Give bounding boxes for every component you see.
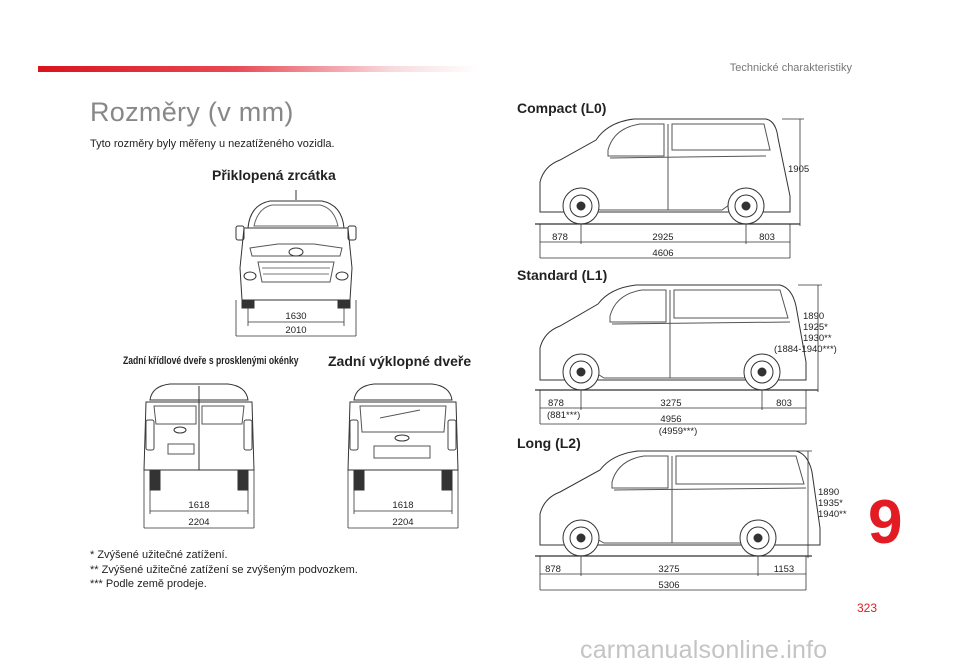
rear-wing-doors-heading: Zadní křídlové dveře s prosklenými okénk… <box>123 355 299 367</box>
rear-wing-doors-drawing <box>143 383 255 529</box>
long-height-3: 1940** <box>818 509 847 520</box>
front-width-dim: 2010 <box>285 325 306 336</box>
tailgate-track-dim: 1618 <box>392 500 413 511</box>
compact-rear-overhang: 803 <box>759 232 775 243</box>
compact-front-overhang: 878 <box>552 232 568 243</box>
long-van-drawing <box>535 450 821 591</box>
standard-front-overhang-alt: (881***) <box>547 410 580 421</box>
long-heading: Long (L2) <box>517 435 581 451</box>
tailgate-width-dim: 2204 <box>392 517 413 528</box>
front-track-dim: 1630 <box>285 311 306 322</box>
long-height-2: 1935* <box>818 498 843 509</box>
long-length: 5306 <box>658 580 679 591</box>
compact-height: 1905 <box>788 164 809 175</box>
standard-rear-overhang: 803 <box>776 398 792 409</box>
long-front-overhang: 878 <box>545 564 561 575</box>
front-view-drawing <box>235 190 357 337</box>
footnote-3: *** Podle země prodeje. <box>90 578 207 590</box>
standard-height-2: 1925* <box>803 322 828 333</box>
section-title: Technické charakteristiky <box>729 62 852 74</box>
standard-heading: Standard (L1) <box>517 267 608 283</box>
rear-tailgate-drawing <box>347 383 459 529</box>
standard-wheelbase: 3275 <box>660 398 681 409</box>
compact-length: 4606 <box>652 248 673 259</box>
page-title: Rozměry (v mm) <box>90 97 294 127</box>
page-number: 323 <box>857 601 878 615</box>
intro-text: Tyto rozměry byly měřeny u nezatíženého … <box>90 138 335 150</box>
standard-van-drawing <box>535 284 822 425</box>
compact-van-drawing <box>535 118 804 259</box>
watermark: carmanualsonline.info <box>580 636 828 664</box>
compact-heading: Compact (L0) <box>517 100 607 116</box>
front-view-heading: Přiklopená zrcátka <box>212 167 336 183</box>
long-rear-overhang: 1153 <box>774 564 794 575</box>
standard-length-alt: (4959***) <box>659 426 698 437</box>
wing-doors-width-dim: 2204 <box>188 517 209 528</box>
header-accent-bar <box>38 66 478 72</box>
standard-front-overhang: 878 <box>548 398 564 409</box>
long-height-1: 1890 <box>818 487 839 498</box>
standard-height-1: 1890 <box>803 311 824 322</box>
chapter-number: 9 <box>868 488 903 557</box>
compact-wheelbase: 2925 <box>652 232 673 243</box>
standard-length: 4956 <box>660 414 681 425</box>
standard-height-4: (1884-1940***) <box>774 344 837 355</box>
rear-tailgate-heading: Zadní výklopné dveře <box>328 353 472 369</box>
standard-height-3: 1930** <box>803 333 832 344</box>
footnotes: * Zvýšené užitečné zatížení. ** Zvýšené … <box>90 548 358 592</box>
footnote-2: ** Zvýšené užitečné zatížení se zvýšeným… <box>90 563 358 576</box>
long-wheelbase: 3275 <box>658 564 679 575</box>
wing-doors-track-dim: 1618 <box>188 500 209 511</box>
footnote-1: * Zvýšené užitečné zatížení. <box>90 549 228 561</box>
